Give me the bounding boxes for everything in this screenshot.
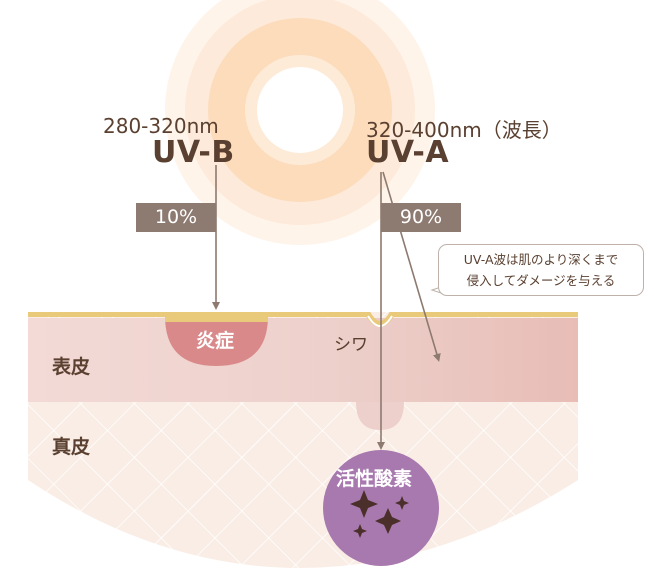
inflammation-blob: [165, 316, 268, 366]
wrinkle-dip: [356, 402, 404, 430]
inflammation-label: 炎症: [196, 330, 235, 352]
epidermis-layer: [28, 318, 578, 402]
uvb-label: UV-B: [152, 135, 235, 170]
callout-line-1: UV-A波は肌のより深くまで: [463, 252, 619, 267]
skin-cross-section: [28, 312, 578, 568]
sun-icon: [165, 0, 435, 245]
epidermis-label: 表皮: [52, 356, 91, 378]
skin-surface-line: [28, 312, 578, 327]
ros-circle: [323, 450, 439, 566]
uva-label: UV-A: [366, 135, 450, 170]
uva-wavelength: 320-400nm（波長）: [366, 118, 562, 142]
sparkle-icon: [350, 490, 409, 538]
uva-callout: UV-A波は肌のより深くまで 侵入してダメージを与える: [438, 244, 644, 296]
uvb-percent-badge: 10%: [136, 203, 216, 232]
uvb-wavelength: 280-320nm: [103, 114, 219, 138]
ros-label: 活性酸素: [336, 468, 413, 490]
callout-line-2: 侵入してダメージを与える: [466, 273, 616, 288]
wrinkle-label: シワ: [334, 335, 368, 355]
dermis-label: 真皮: [52, 436, 91, 458]
uva-percent-badge: 90%: [381, 203, 461, 232]
